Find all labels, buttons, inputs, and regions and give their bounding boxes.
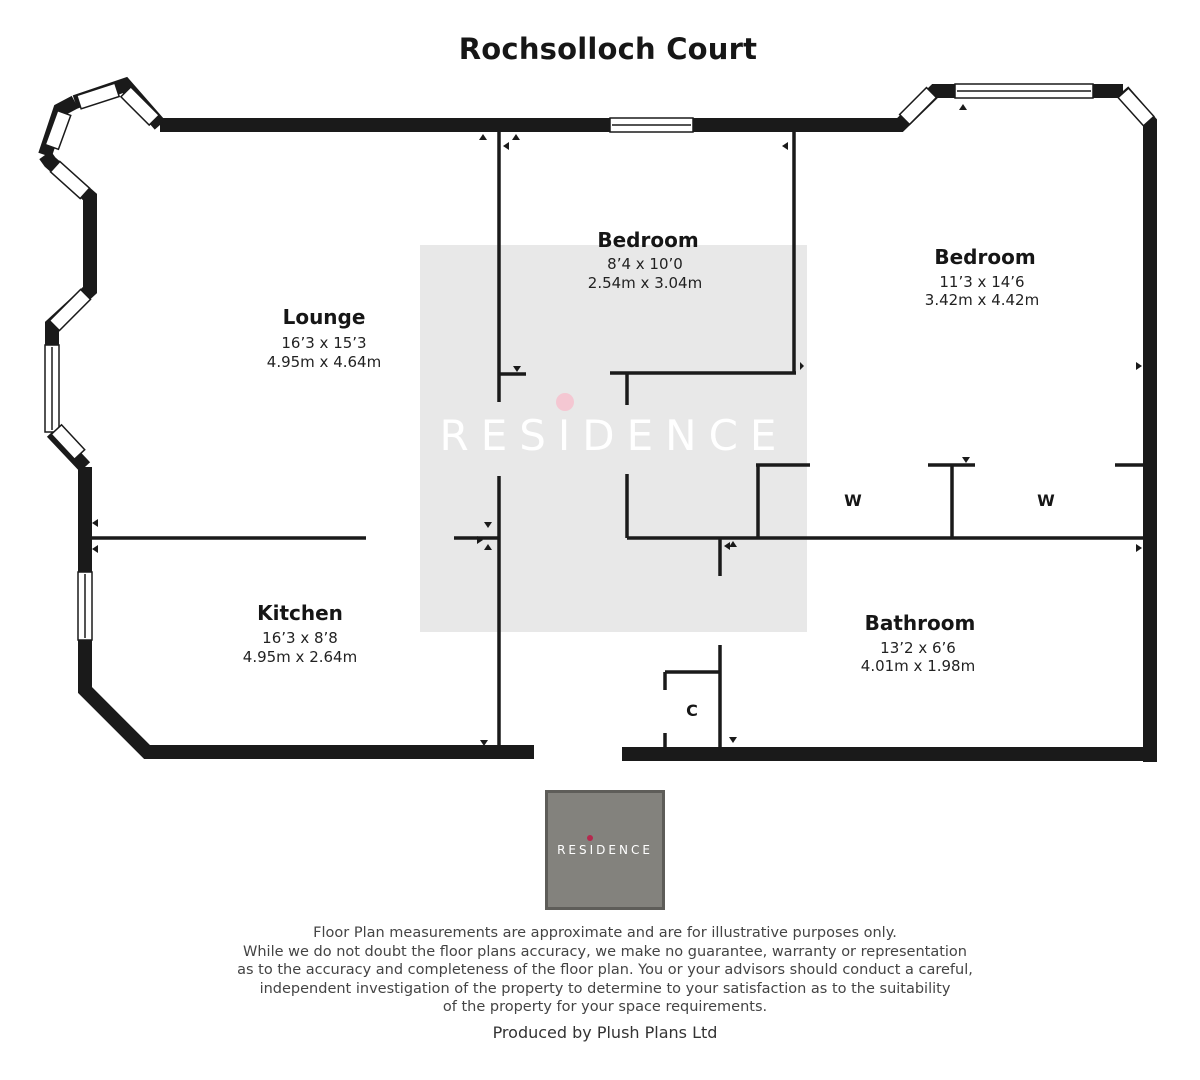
disclaimer-line-2: While we do not doubt the floor plans ac…: [243, 943, 967, 960]
disclaimer-line-1: Floor Plan measurements are approximate …: [313, 925, 897, 941]
room-name-bathroom: Bathroom: [865, 611, 976, 635]
internal-walls: [92, 132, 1143, 747]
producer-credit: Produced by Plush Plans Ltd: [492, 1023, 718, 1042]
window-top-diag-left: [898, 86, 938, 126]
room-dim-bathroom-metric: 4.01m x 1.98m: [861, 657, 975, 675]
room-dim-kitchen-imperial: 16’3 x 8’8: [262, 629, 338, 647]
disclaimer-line-5: of the property for your space requireme…: [442, 999, 768, 1015]
room-name-bedroom-large: Bedroom: [934, 245, 1035, 269]
logo-dot: [587, 835, 593, 841]
wardrobe-label-1: W: [844, 491, 862, 510]
window-bay-right: [119, 85, 161, 127]
plan-title: Rochsolloch Court: [458, 32, 758, 66]
room-dim-lounge-metric: 4.95m x 4.64m: [267, 353, 381, 371]
room-name-bedroom-small: Bedroom: [597, 228, 698, 252]
room-dim-bedroom-large-metric: 3.42m x 4.42m: [925, 291, 1039, 309]
watermark-dot: [556, 393, 574, 411]
wardrobe-label-2: W: [1037, 491, 1055, 510]
room-dim-kitchen-metric: 4.95m x 2.64m: [243, 648, 357, 666]
residence-logo: [545, 790, 665, 910]
window-bay-mid: [48, 288, 92, 332]
windows: [44, 82, 1155, 641]
watermark-box: [420, 245, 807, 632]
window-bay-upper: [49, 160, 91, 200]
room-name-lounge: Lounge: [283, 305, 366, 329]
door-markers: [92, 104, 1142, 746]
room-dim-bathroom-imperial: 13’2 x 6’6: [880, 639, 956, 657]
window-bay-lower: [50, 423, 86, 461]
window-bay-top: [44, 109, 72, 151]
logo-text: RESIDENCE: [557, 843, 653, 857]
watermark-text: RESIDENCE: [440, 411, 789, 460]
window-top-diag-right: [1117, 87, 1155, 127]
room-dim-bedroom-small-metric: 2.54m x 3.04m: [588, 274, 702, 292]
room-dim-lounge-imperial: 16’3 x 15’3: [281, 334, 366, 352]
room-dim-bedroom-small-imperial: 8’4 x 10’0: [607, 255, 683, 273]
room-dim-bedroom-large-imperial: 11’3 x 14’6: [939, 273, 1024, 291]
cupboard-label: C: [686, 701, 698, 720]
disclaimer: Floor Plan measurements are approximate …: [0, 924, 1200, 1017]
disclaimer-line-3: as to the accuracy and completeness of t…: [237, 962, 973, 978]
room-name-kitchen: Kitchen: [257, 601, 343, 625]
window-bay-crown: [75, 82, 121, 110]
disclaimer-line-4: independent investigation of the propert…: [259, 980, 951, 997]
